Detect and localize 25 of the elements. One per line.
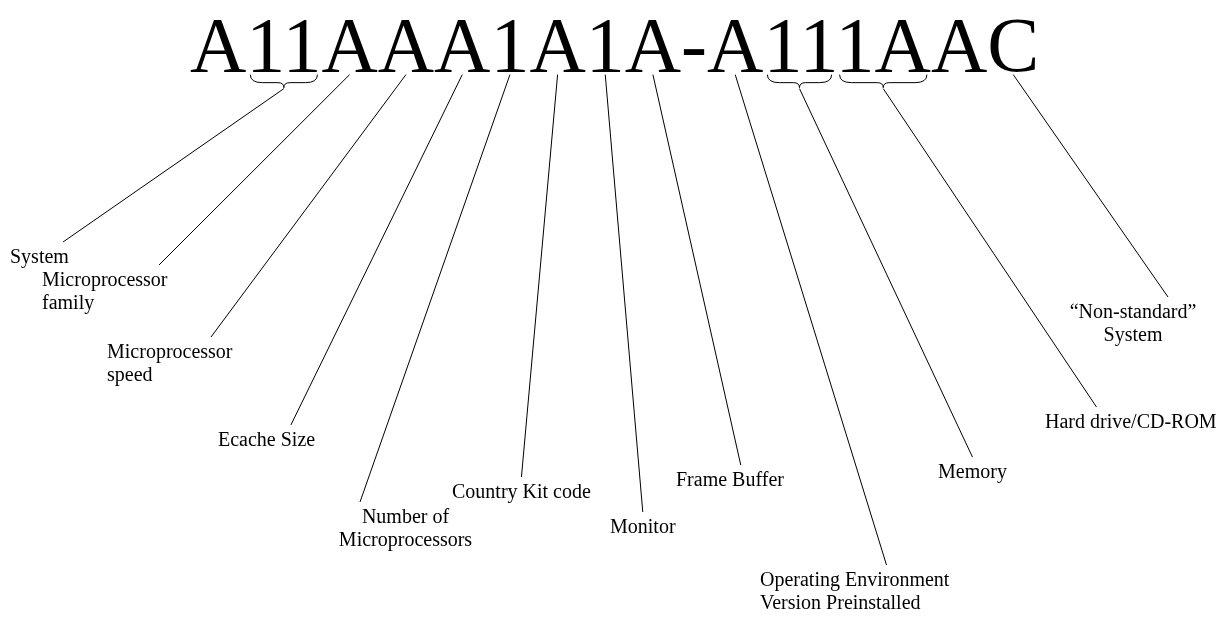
field-label: Hard drive/CD-ROM: [1045, 410, 1216, 433]
leader-line: [290, 74, 463, 426]
leader-line: [734, 74, 887, 566]
field-label: Memory: [938, 460, 1007, 483]
field-label: “Non-standard” System: [1063, 300, 1203, 346]
field-label: Operating Environment Version Preinstalled: [760, 568, 990, 614]
leader-line: [210, 74, 407, 338]
leader-line: [62, 88, 285, 243]
field-label: Ecache Size: [218, 428, 316, 451]
field-label: Microprocessor family: [42, 268, 172, 314]
leader-line: [158, 74, 351, 266]
field-label: Frame Buffer: [676, 468, 784, 491]
leader-line: [359, 74, 511, 503]
leader-line: [652, 74, 742, 466]
leader-line: [604, 74, 644, 513]
leader-line: [799, 88, 973, 458]
leader-line: [882, 88, 1097, 408]
field-label: Microprocessor speed: [107, 340, 237, 386]
field-label: Number of Microprocessors: [318, 505, 493, 551]
leader-line: [1012, 74, 1169, 298]
field-label: System: [10, 245, 69, 268]
part-number: A11AAA1A1A-A111AAC: [190, 0, 1040, 90]
leader-line: [520, 74, 559, 478]
field-label: Monitor: [610, 515, 676, 538]
field-label: Country Kit code: [452, 480, 591, 503]
